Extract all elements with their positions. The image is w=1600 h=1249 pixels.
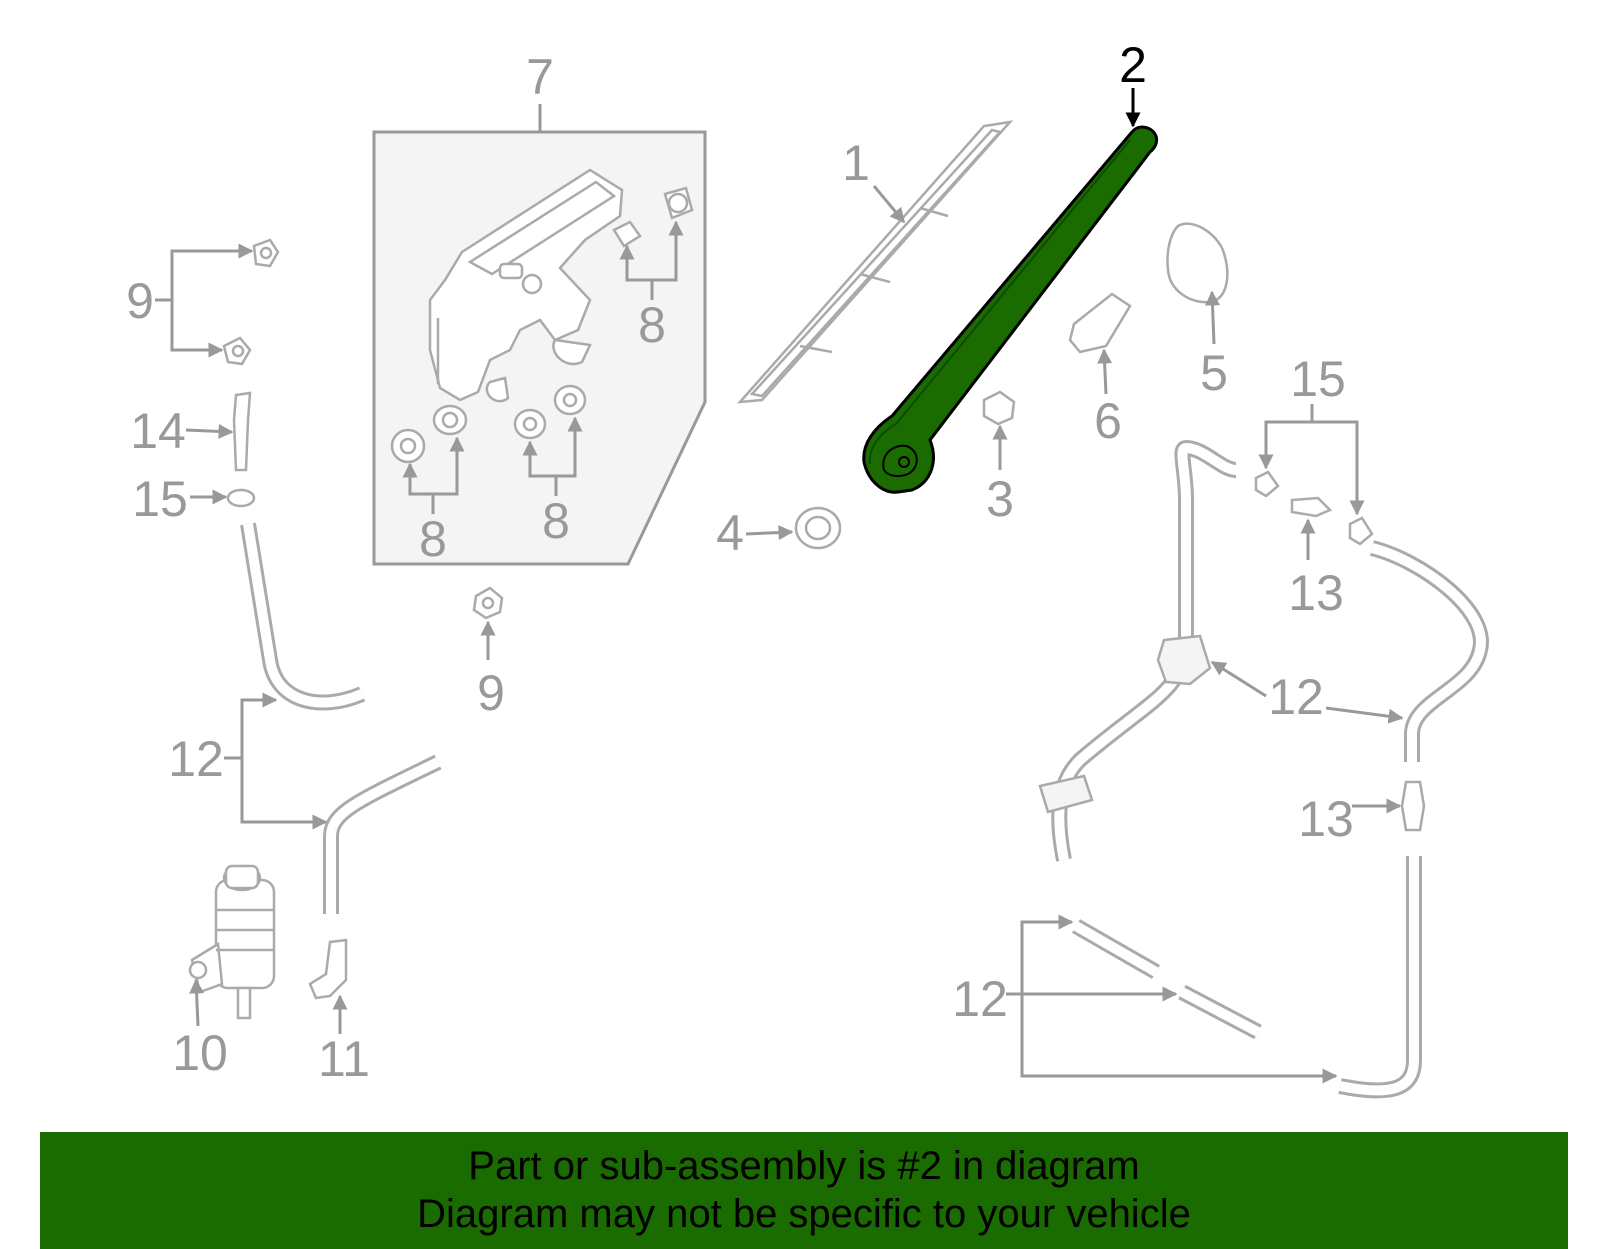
callout-11: 11 xyxy=(318,1031,370,1087)
callout-12b: 12 xyxy=(1268,669,1324,725)
callout-8a: 8 xyxy=(638,297,666,353)
callout-12c: 12 xyxy=(952,971,1008,1027)
hoses-right xyxy=(1038,439,1489,1099)
callout-14: 14 xyxy=(130,403,186,459)
callout-13a: 13 xyxy=(1288,565,1344,621)
callout-10: 10 xyxy=(172,1025,228,1081)
wiper-arm-part-highlighted xyxy=(862,125,1159,494)
callout-2: 2 xyxy=(1119,37,1147,93)
cover-part-5 xyxy=(1166,222,1229,304)
clips-and-connectors-right xyxy=(1254,470,1426,832)
callout-15b: 15 xyxy=(1290,351,1346,407)
callout-9b: 9 xyxy=(477,665,505,721)
callout-7: 7 xyxy=(526,49,554,105)
parts-diagram: 7 1 2 8 8 8 9 9 14 15 12 10 11 3 4 5 6 1… xyxy=(126,37,1489,1099)
callout-4: 4 xyxy=(716,505,744,561)
callout-3: 3 xyxy=(986,471,1014,527)
info-banner: Part or sub-assembly is #2 in diagram Di… xyxy=(40,1132,1568,1249)
banner-line-1: Part or sub-assembly is #2 in diagram xyxy=(468,1144,1140,1188)
motor-assembly-group xyxy=(372,104,707,566)
callout-6: 6 xyxy=(1094,393,1122,449)
callout-8b: 8 xyxy=(419,511,447,567)
callout-1: 1 xyxy=(842,135,870,191)
hoses-left xyxy=(224,522,442,914)
washer-pump-part xyxy=(188,864,276,1020)
callout-13b: 13 xyxy=(1298,791,1354,847)
clip-part-left xyxy=(226,488,256,508)
cap-part-4 xyxy=(794,506,842,550)
connector-part-11 xyxy=(308,938,348,1000)
check-valve-part xyxy=(232,391,252,472)
nut-parts-left xyxy=(155,238,280,366)
callout-9a: 9 xyxy=(126,273,154,329)
banner-line-2: Diagram may not be specific to your vehi… xyxy=(417,1192,1191,1236)
wiper-motor-part xyxy=(428,168,624,403)
callout-15a: 15 xyxy=(132,471,188,527)
callout-5: 5 xyxy=(1200,345,1228,401)
nut-part-3 xyxy=(982,390,1016,426)
callout-12a: 12 xyxy=(168,731,224,787)
clip-part-6 xyxy=(1068,292,1132,354)
callout-8c: 8 xyxy=(542,493,570,549)
